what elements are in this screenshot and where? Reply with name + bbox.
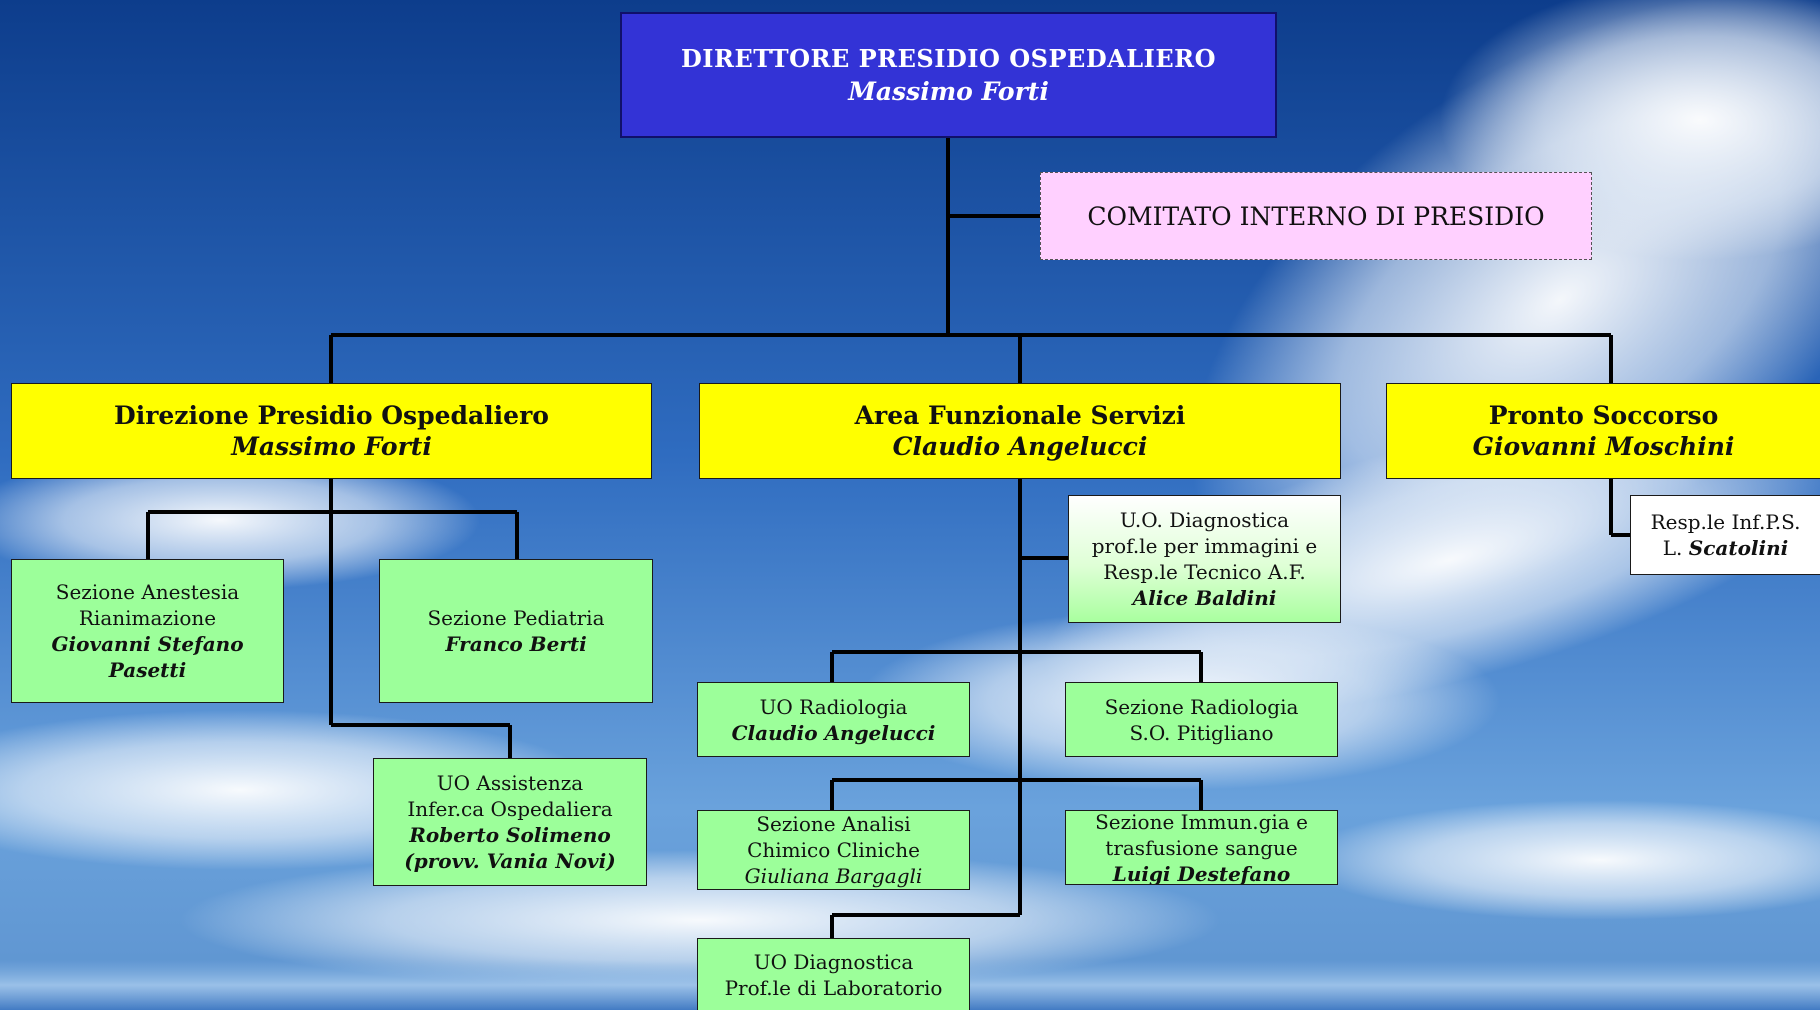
resp-ps-line1: Resp.le Inf.P.S. (1650, 510, 1801, 534)
pronto-name: Giovanni Moschini (1472, 432, 1735, 461)
laboratorio-line2: Prof.le di Laboratorio (724, 975, 943, 1000)
radiologia-pitigliano-line2: S.O. Pitigliano (1129, 720, 1274, 745)
diagnostica-immagini-line1: U.O. Diagnostica (1119, 508, 1290, 532)
assistenza-line1: UO Assistenza (436, 771, 584, 795)
immunologia-line2: trasfusione sangue (1105, 835, 1298, 860)
director-title: DIRETTORE PRESIDIO OSPEDALIERO (680, 44, 1217, 73)
anestesia-box: Sezione Anestesia Rianimazione Giovanni … (11, 559, 284, 703)
diagnostica-immagini-line2: prof.le per immagini e (1091, 534, 1318, 558)
radiologia-pitigliano-line1: Sezione Radiologia (1104, 694, 1299, 719)
analisi-name: Giuliana Bargagli (744, 864, 923, 888)
resp-ps-name: Scatolini (1688, 536, 1789, 560)
analisi-line2: Chimico Cliniche (747, 838, 920, 862)
immunologia-name: Luigi Destefano (1112, 861, 1291, 885)
resp-ps-prefix: L. (1662, 536, 1683, 560)
laboratorio-line1: UO Diagnostica (753, 949, 914, 974)
anestesia-line1: Sezione Anestesia (55, 580, 240, 604)
diagnostica-immagini-box: U.O. Diagnostica prof.le per immagini e … (1068, 495, 1341, 623)
radiologia-name: Claudio Angelucci (731, 720, 936, 745)
committee-label: COMITATO INTERNO DI PRESIDIO (1087, 201, 1545, 231)
anestesia-name1: Giovanni Stefano (51, 632, 244, 656)
pronto-box: Pronto Soccorso Giovanni Moschini (1386, 383, 1820, 479)
radiologia-line1: UO Radiologia (759, 694, 908, 719)
resp-ps-box: Resp.le Inf.P.S. L. Scatolini (1630, 495, 1820, 575)
direzione-title: Direzione Presidio Ospedaliero (114, 401, 549, 430)
radiologia-box: UO Radiologia Claudio Angelucci (697, 682, 970, 757)
area-name: Claudio Angelucci (892, 432, 1148, 461)
diagnostica-immagini-line3: Resp.le Tecnico A.F. (1103, 560, 1306, 584)
pronto-title: Pronto Soccorso (1488, 401, 1719, 430)
immunologia-box: Sezione Immun.gia e trasfusione sangue L… (1065, 810, 1338, 885)
assistenza-box: UO Assistenza Infer.ca Ospedaliera Rober… (373, 758, 647, 886)
committee-box: COMITATO INTERNO DI PRESIDIO (1040, 172, 1592, 260)
director-name: Massimo Forti (848, 77, 1049, 106)
direzione-box: Direzione Presidio Ospedaliero Massimo F… (11, 383, 652, 479)
pediatria-box: Sezione Pediatria Franco Berti (379, 559, 653, 703)
laboratorio-box: UO Diagnostica Prof.le di Laboratorio (697, 938, 970, 1010)
diagnostica-immagini-name: Alice Baldini (1132, 586, 1277, 610)
area-title: Area Funzionale Servizi (854, 401, 1186, 430)
pediatria-name: Franco Berti (445, 632, 587, 656)
resp-ps-line2: L. Scatolini (1663, 535, 1789, 561)
radiologia-pitigliano-box: Sezione Radiologia S.O. Pitigliano (1065, 682, 1338, 757)
analisi-line1: Sezione Analisi (756, 812, 911, 836)
immunologia-line1: Sezione Immun.gia e (1095, 810, 1308, 834)
anestesia-name2: Pasetti (108, 658, 187, 682)
area-box: Area Funzionale Servizi Claudio Angelucc… (699, 383, 1341, 479)
analisi-box: Sezione Analisi Chimico Cliniche Giulian… (697, 810, 970, 890)
direzione-name: Massimo Forti (231, 432, 432, 461)
assistenza-line2: Infer.ca Ospedaliera (407, 797, 613, 821)
assistenza-name: Roberto Solimeno (409, 823, 611, 847)
anestesia-line2: Rianimazione (78, 606, 217, 630)
pediatria-line1: Sezione Pediatria (427, 606, 605, 630)
assistenza-note: (provv. Vania Novi) (404, 849, 616, 873)
director-box: DIRETTORE PRESIDIO OSPEDALIERO Massimo F… (620, 12, 1277, 138)
